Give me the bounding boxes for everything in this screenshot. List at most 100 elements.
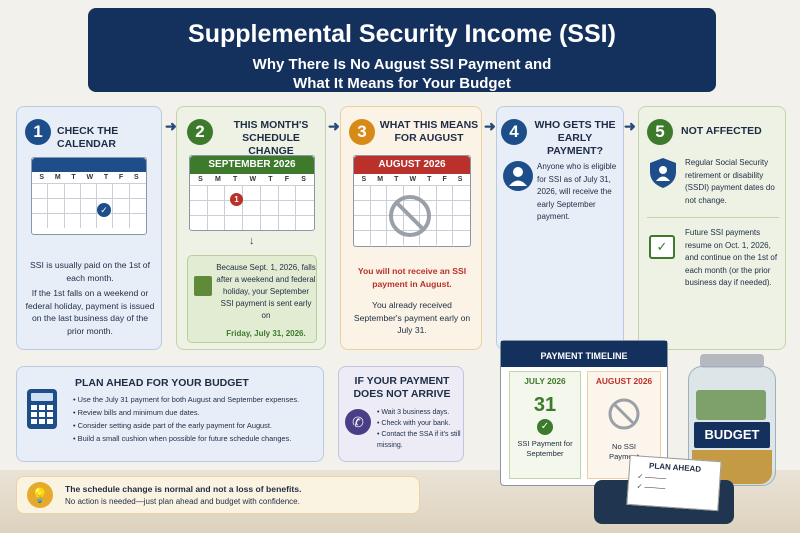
calendar-cell (436, 200, 454, 215)
calendar-cell (97, 183, 114, 198)
weekday-letter: T (268, 176, 273, 183)
arrow-right-icon: ➜ (484, 118, 496, 134)
timeline-title: PAYMENT TIMELINE (501, 341, 667, 367)
calendar-cell (243, 200, 261, 215)
step-2-info-box: Because Sept. 1, 2026, falls after a wee… (187, 255, 317, 343)
calendar-cell (296, 200, 314, 215)
step-2-number: 2 (187, 119, 213, 145)
plan-list: Use the July 31 payment for both August … (73, 393, 323, 445)
calendar-cell (48, 198, 65, 213)
calendar-cell (354, 200, 371, 215)
check-icon: ✓ (97, 203, 111, 217)
weekday-letter: W (86, 174, 94, 181)
calendar-cell (207, 215, 226, 230)
calendar-cell (32, 213, 49, 228)
header-banner: Supplemental Security Income (SSI) Why T… (88, 8, 716, 92)
calendar-cell (387, 185, 404, 200)
lightbulb-icon: 💡 (27, 482, 53, 508)
weekday-letter: T (71, 174, 76, 181)
calendar-cell (64, 198, 81, 213)
calendar-cell (453, 185, 470, 200)
list-item: Build a small cushion when possible for … (73, 432, 323, 445)
note-text: No action is needed—just plan ahead and … (65, 497, 300, 506)
calendar-cell (129, 213, 146, 228)
weekday-letter: S (198, 176, 203, 183)
step-4-text: Anyone who is eligible for SSI as of Jul… (537, 162, 617, 221)
page-subtitle-line1: Why There Is No August SSI Payment and (252, 56, 552, 73)
step-5-card: 5 NOT AFFECTED Regular Social Security r… (638, 106, 786, 350)
weekday-letter: T (103, 174, 109, 181)
calendar-cell (113, 198, 130, 213)
step-2-title-line1: THIS MONTH'S (233, 119, 309, 131)
timeline-july: JULY 2026 31 ✓ SSI Payment for September (509, 371, 581, 479)
calendar-cell (296, 215, 314, 230)
list-item: Review bills and minimum due dates. (73, 406, 323, 419)
phone-icon: ✆ (345, 409, 371, 435)
calendar-cell (190, 215, 208, 230)
shield-icon (649, 157, 677, 189)
weekday-letter: S (361, 176, 367, 183)
calendar-check-icon: ✓ (649, 235, 675, 259)
weekday-letter: T (427, 176, 432, 183)
money-icon (194, 276, 212, 296)
step-1-text-2: If the 1st falls on a weekend or federal… (25, 288, 155, 336)
calendar-cell (354, 215, 371, 230)
missing-title-line2: DOES NOT ARRIVE (353, 388, 451, 400)
calendar-cell (453, 200, 470, 215)
checklist-icon: ✓ ———✓ ——— (636, 473, 667, 493)
august-month-label: AUGUST 2026 (354, 156, 470, 174)
arrow-right-icon: ➜ (165, 118, 177, 134)
step-3-card: 3 WHAT THIS MEANS FOR AUGUST AUGUST 2026… (340, 106, 482, 350)
calendar-cell (129, 183, 146, 198)
calendar-cell (403, 200, 421, 215)
calendar-cell (260, 185, 279, 200)
calendar-cell (64, 213, 81, 228)
step-3-warning: You will not receive an SSI payment in A… (357, 266, 467, 289)
list-item: Wait 3 business days. (377, 407, 461, 418)
arrow-right-icon: ➜ (624, 118, 636, 134)
weekday-letter: S (301, 176, 306, 183)
calendar-cell (190, 200, 208, 215)
arrow-right-icon: ➜ (328, 118, 340, 134)
september-month-label: SEPTEMBER 2026 (190, 156, 314, 174)
calendar-cell (80, 183, 98, 198)
calendar-cell (420, 230, 437, 245)
step-3-title-line2: FOR AUGUST (394, 132, 464, 144)
calendar-cell (370, 215, 388, 230)
calendar-cell (278, 215, 297, 230)
calendar-cell (403, 230, 421, 245)
plan-title: PLAN AHEAD FOR YOUR BUDGET (75, 377, 249, 389)
note-bold: The schedule change is normal and not a … (65, 484, 302, 494)
calendar-cell (48, 213, 65, 228)
missing-payment-card: IF YOUR PAYMENT DOES NOT ARRIVE ✆ Wait 3… (338, 366, 464, 462)
calculator-icon (27, 389, 57, 429)
plan-ahead-note: PLAN AHEAD ✓ ———✓ ——— (626, 454, 722, 512)
reassurance-note: 💡 The schedule change is normal and not … (16, 476, 420, 514)
no-payment-icon (387, 193, 433, 239)
step-2-text: Because Sept. 1, 2026, falls after a wee… (216, 263, 316, 320)
calendar-cell (453, 215, 470, 230)
step-5-text-1: Regular Social Security retirement or di… (685, 158, 775, 205)
weekday-letter: F (284, 176, 289, 183)
step-4-number: 4 (501, 119, 527, 145)
calendar-cell (64, 183, 81, 198)
calendar-cell (296, 185, 314, 200)
calendar-cell (225, 215, 244, 230)
weekday-letter: M (377, 176, 384, 183)
step-4-title-line2: EARLY PAYMENT? (546, 132, 603, 157)
no-payment-icon (606, 396, 642, 432)
calendar-cell (278, 185, 297, 200)
step-1-number: 1 (25, 119, 51, 145)
step-2-highlight: Friday, July 31, 2026. (226, 329, 306, 338)
calendar-cell (370, 185, 388, 200)
calendar-cell (113, 183, 130, 198)
calendar-cell (436, 185, 454, 200)
list-item: Check with your bank. (377, 418, 461, 429)
timeline-august-month: AUGUST 2026 (595, 376, 653, 386)
calendar-cell (403, 185, 421, 200)
weekday-letter: M (54, 174, 61, 181)
plan-ahead-card: PLAN AHEAD FOR YOUR BUDGET Use the July … (16, 366, 324, 462)
